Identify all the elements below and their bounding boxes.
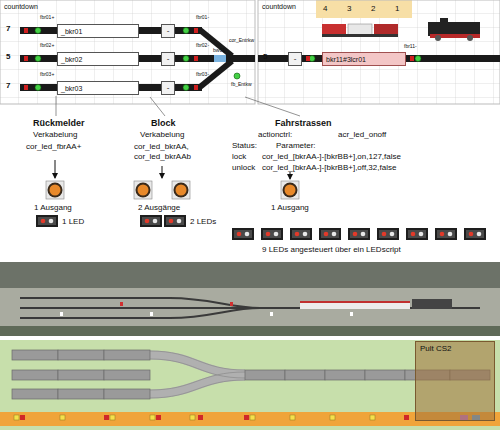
block-box: _bkr01 [57,24,139,38]
text-label: Fahrstrassen [275,119,332,128]
text-label: 2 [371,5,375,13]
text-label: Verkabelung [33,131,77,139]
text-label: 5 [6,53,10,61]
block-box: _bkr02 [57,52,139,66]
text-label: unlock [232,164,255,172]
node-text: _bkr01 [61,28,82,35]
node-text: - [167,55,170,63]
node-text: - [167,27,170,35]
node-text: _bkr03 [61,85,82,92]
node-text: bkr11#3lcr01 [326,56,366,63]
panel-box: Pult CS2 [415,341,495,421]
text-label: 3 [347,5,351,13]
text-label: countdown [4,3,38,10]
text-label: fbr01+ [40,15,54,20]
text-label: countdown [262,3,296,10]
text-label: fbr11- [404,44,417,49]
text-label: 5 [263,53,267,61]
text-label: cor_led_[bkrAA-]-[bkrBB+],off,32,false [262,164,396,172]
text-label: cor_led_fbrAA+ [26,143,81,151]
text-label: 1 Ausgang [271,204,309,212]
text-label: bw01 [213,48,225,53]
text-label: Rückmelder [33,119,85,128]
block-box: bkr11#3lcr01 [322,52,406,66]
text-label: 7 [6,82,10,90]
node-text: - [167,84,170,92]
text-label: actionctrl: [258,131,292,139]
button-box: - [161,24,175,38]
text-label: fbr02+ [40,43,54,48]
text-label: acr_led_onoff [338,131,386,139]
text-label: cor_led_[bkrAA-]-[bkrBB+],on,127,false [262,153,401,161]
text-label: Parameter: [276,142,316,150]
node-text: - [294,55,297,63]
button-box: - [288,52,302,66]
block-box: _bkr03 [57,81,139,95]
text-label: Verkabelung [140,131,184,139]
text-label: fbr02- [196,43,209,48]
text-label: Block [151,119,176,128]
button-box: - [161,52,175,66]
text-label: 2 LEDs [190,218,216,226]
text-label: lock [232,153,246,161]
text-label: 2 Ausgänge [138,204,180,212]
text-label: 7 [6,25,10,33]
node-text: Pult CS2 [420,345,452,353]
text-label: 1 [395,5,399,13]
text-label: cor_led_bkrAAb [134,153,191,161]
text-label: fb_Entkw [231,82,252,87]
button-box: - [161,81,175,95]
text-label: 9 LEDs angesteuert über ein LEDscript [262,246,401,254]
text-label: Status: [232,142,257,150]
text-label: 4 [323,5,327,13]
text-label: fbr03+ [40,72,54,77]
text-label: fbr01- [196,15,209,20]
text-label: fbr03- [196,72,209,77]
node-text: _bkr02 [61,56,82,63]
text-label: cor_Entrkw [229,38,254,43]
text-label: 1 LED [62,218,84,226]
text-label: 1 Ausgang [34,204,72,212]
text-label: cor_led_bkrAA, [134,143,189,151]
